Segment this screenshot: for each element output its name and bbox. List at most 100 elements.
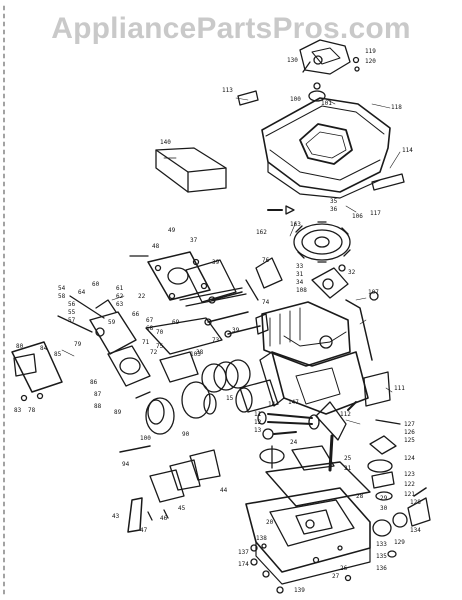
part-label: 129 (394, 539, 405, 546)
part-label: 38 (196, 349, 204, 356)
part-label: 111 (394, 385, 405, 392)
sump-cover (245, 461, 371, 585)
part-label: 137 (238, 549, 249, 556)
part-label: 60 (92, 281, 100, 288)
part-label: 36 (330, 206, 338, 213)
housing-cap (299, 39, 360, 75)
gasket (185, 259, 237, 303)
air-filter (155, 147, 227, 193)
part-label: 100 (140, 435, 151, 442)
carburetor (57, 295, 151, 387)
part-label: 78 (28, 407, 36, 414)
camshaft (259, 428, 297, 469)
part-label: 114 (402, 147, 413, 154)
part-label: 39 (232, 327, 240, 334)
part-label: 125 (404, 437, 415, 444)
part-label: 45 (178, 505, 186, 512)
crankshaft (315, 401, 357, 472)
part-label: 147 (288, 399, 299, 406)
part-label: 138 (256, 535, 267, 542)
flywheel (293, 221, 351, 263)
part-label: 49 (168, 227, 176, 234)
part-label: 32 (348, 269, 356, 276)
part-label: 74 (262, 299, 270, 306)
part-label: 39 (212, 259, 220, 266)
part-label: 72 (150, 349, 158, 356)
part-label: 71 (142, 339, 150, 346)
part-label: 24 (290, 439, 298, 446)
part-label: 35 (330, 198, 338, 205)
part-label: 94 (122, 461, 130, 468)
part-label: 136 (376, 565, 387, 572)
part-label: 47 (140, 527, 148, 534)
part-label: 107 (368, 289, 379, 296)
part-label: 64 (78, 289, 86, 296)
part-label: 121 (404, 491, 415, 498)
part-label: 88 (94, 403, 102, 410)
part-label: 57 (68, 317, 76, 324)
part-label: 67 (146, 317, 154, 324)
part-label: 134 (410, 527, 421, 534)
part-label: 101 (321, 100, 332, 107)
part-label: 63 (116, 301, 124, 308)
part-label: 139 (294, 587, 305, 594)
watermark: AppliancePartsPros.com (51, 12, 411, 45)
part-label: 28 (356, 493, 364, 500)
part-label: 90 (182, 431, 190, 438)
part-label: 135 (376, 553, 387, 560)
part-label: 127 (404, 421, 415, 428)
part-label: 34 (296, 279, 304, 286)
part-label: 89 (114, 409, 122, 416)
part-label: 59 (108, 319, 116, 326)
cylinder-head (261, 301, 351, 367)
part-label: 103 (190, 351, 201, 358)
part-label: 162 (256, 229, 267, 236)
part-label: 55 (68, 309, 76, 316)
part-label: 54 (58, 285, 66, 292)
part-label: 31 (296, 271, 304, 278)
part-label: 86 (90, 379, 98, 386)
oil-seal-parts (372, 487, 431, 558)
gasket (363, 371, 391, 407)
part-label: 69 (172, 319, 180, 326)
part-label: 12 (254, 419, 262, 426)
part-label: 48 (152, 243, 160, 250)
part-label: 133 (376, 541, 387, 548)
part-label: 126 (404, 429, 415, 436)
starter-plate (129, 251, 211, 301)
manifold (145, 287, 247, 383)
part-label: 68 (146, 325, 154, 332)
part-label: 46 (160, 515, 168, 522)
connecting-rod (257, 411, 320, 430)
part-label: 112 (340, 411, 351, 418)
part-label: 73 (212, 337, 220, 344)
part-label: 66 (132, 311, 140, 318)
part-label: 117 (370, 210, 381, 217)
air-cleaner-elements (135, 381, 217, 435)
part-label: 43 (112, 513, 120, 520)
valve-parts (204, 291, 269, 338)
muffler (11, 341, 63, 402)
part-label: 26 (340, 565, 348, 572)
part-label: 85 (54, 351, 62, 358)
part-label: 22 (138, 293, 146, 300)
part-label: 100 (290, 96, 301, 103)
part-label: 76 (262, 257, 270, 264)
part-label: 14 (268, 401, 276, 408)
part-label: 20 (266, 519, 274, 526)
part-label: 120 (365, 58, 376, 65)
fasteners (250, 544, 352, 594)
cover-gaskets (127, 449, 221, 533)
part-label: 44 (220, 487, 228, 494)
piston-rings (201, 359, 251, 393)
part-label: 62 (116, 293, 124, 300)
cylinder-block (259, 331, 369, 415)
part-label: 128 (410, 499, 421, 506)
part-label: 70 (156, 329, 164, 336)
part-label: 13 (254, 427, 262, 434)
part-label: 56 (68, 301, 76, 308)
part-label: 75 (156, 343, 164, 350)
part-label: 119 (365, 48, 376, 55)
